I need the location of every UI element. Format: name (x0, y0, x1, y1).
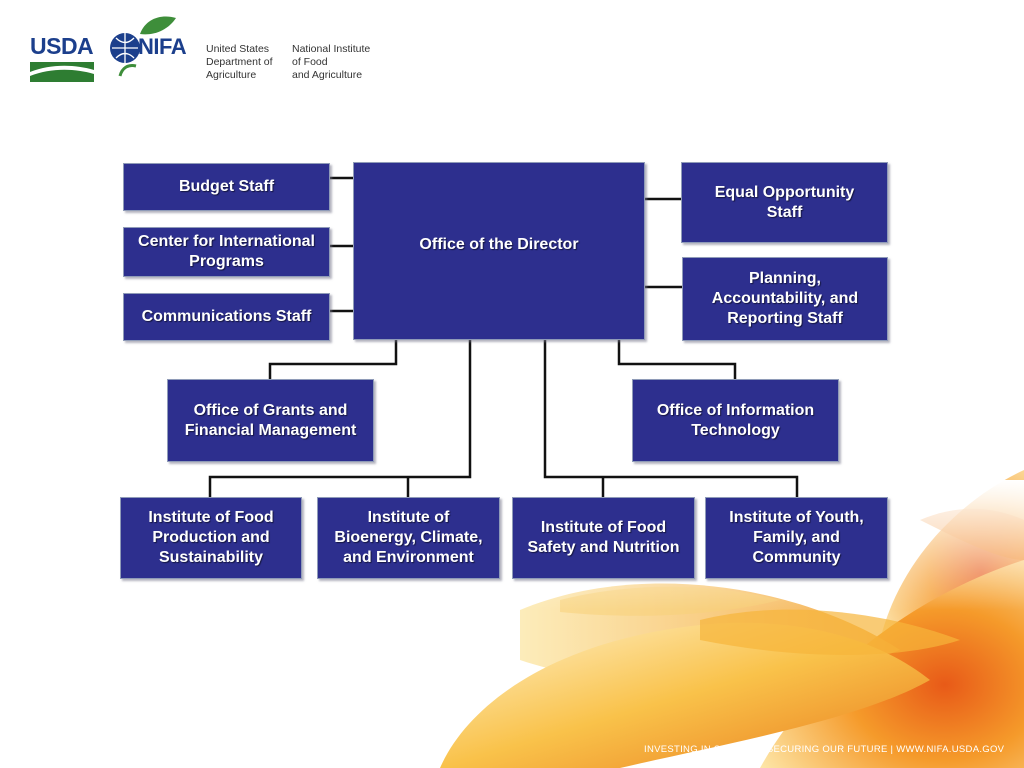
information-technology-label: Office of Information Technology (656, 401, 815, 439)
office-of-the-director: Office of the Director (353, 162, 645, 340)
director-label: Office of the Director (419, 236, 579, 253)
grants-financial-management-box: Office of Grants and Financial Managemen… (167, 379, 374, 462)
food-safety-nutrition-institute-box: Institute of Food Safety and Nutrition (512, 497, 695, 579)
food-safety-nutrition-institute-label: Institute of Food Safety and Nutrition (527, 519, 680, 556)
nifa-logo-text: NIFA (138, 34, 187, 59)
communications-staff-label: Communications Staff (141, 308, 312, 325)
footer-tagline: INVESTING IN SCIENCE | SECURING OUR FUTU… (644, 744, 1005, 755)
nifa-leaf-icon (140, 16, 176, 35)
connector-right-institutes (543, 339, 799, 498)
planning-accountability-label: Planning, Accountability, and Reporting … (711, 270, 859, 327)
usda-logo-text: USDA (30, 33, 94, 59)
usda-agency-name: United States Department of Agriculture (206, 43, 273, 81)
slide-header: USDA NIFA United States Department of Ag… (0, 0, 1024, 100)
communications-staff-box: Communications Staff (123, 293, 330, 341)
youth-family-community-institute-box: Institute of Youth, Family, and Communit… (705, 497, 888, 579)
budget-staff-label: Budget Staff (178, 178, 275, 195)
nifa-globe-icon (110, 33, 140, 77)
youth-family-community-institute-label: Institute of Youth, Family, and Communit… (729, 509, 864, 566)
connector-left-institutes (208, 339, 472, 498)
connector-it-office (617, 339, 737, 380)
food-production-institute-box: Institute of Food Production and Sustain… (120, 497, 302, 579)
international-programs-box: Center for International Programs (123, 227, 330, 277)
usda-field-icon (30, 62, 94, 82)
food-production-institute-label: Institute of Food Production and Sustain… (148, 509, 274, 566)
grants-financial-management-label: Office of Grants and Financial Managemen… (184, 401, 357, 439)
equal-opportunity-staff-label: Equal Opportunity Staff (714, 183, 855, 221)
nifa-agency-name: National Institute of Food and Agricultu… (292, 43, 371, 81)
budget-staff-box: Budget Staff (123, 163, 330, 211)
connector-grants-office (268, 339, 398, 380)
international-programs-label: Center for International Programs (138, 233, 315, 270)
bioenergy-climate-institute-label: Institute of Bioenergy, Climate, and Env… (334, 509, 483, 566)
equal-opportunity-staff-box: Equal Opportunity Staff (681, 162, 888, 243)
bioenergy-climate-institute-box: Institute of Bioenergy, Climate, and Env… (317, 497, 500, 579)
information-technology-box: Office of Information Technology (632, 379, 839, 462)
planning-accountability-box: Planning, Accountability, and Reporting … (682, 257, 888, 341)
